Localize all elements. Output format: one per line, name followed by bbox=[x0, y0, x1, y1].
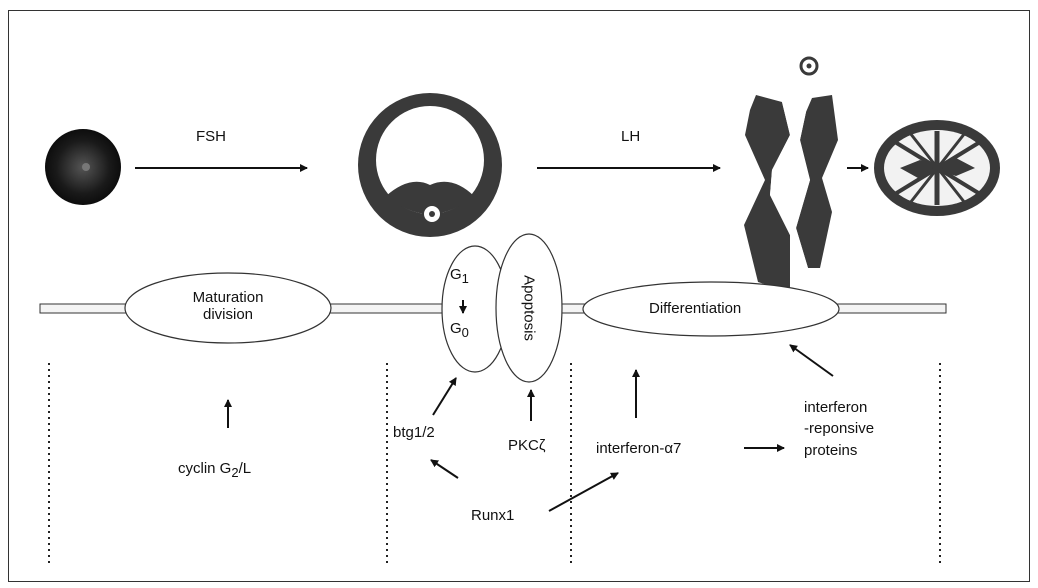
cyclin-suffix: /L bbox=[239, 460, 252, 477]
ifnresp-to-differentiation-arrow bbox=[790, 345, 833, 376]
cyclin-label: cyclin G2/L bbox=[178, 460, 251, 481]
runx1-to-btg-arrow bbox=[431, 460, 458, 478]
g0-subscript: 0 bbox=[462, 325, 469, 340]
pkc-label: PKCζ bbox=[508, 437, 545, 454]
corpus-luteum-icon bbox=[874, 120, 1000, 216]
fsh-label: FSH bbox=[196, 128, 226, 145]
ovulating-follicle-icon bbox=[744, 58, 838, 292]
g1-subscript: 1 bbox=[462, 271, 469, 286]
ifn-resp-line1: interferon bbox=[804, 399, 874, 416]
differentiation-label: Differentiation bbox=[649, 300, 741, 317]
btg-to-g1g0-arrow bbox=[433, 378, 456, 415]
cyclin-prefix: cyclin G bbox=[178, 460, 231, 477]
maturation-label-line1: Maturation bbox=[168, 289, 288, 306]
antral-follicle-icon bbox=[358, 93, 502, 237]
interferon-a7-label: interferon-α7 bbox=[596, 440, 681, 457]
g1-letter: G bbox=[450, 266, 462, 283]
ifn-resp-line2: -reponsive bbox=[804, 420, 874, 437]
maturation-label-line2: division bbox=[168, 306, 288, 323]
cyclin-subscript: 2 bbox=[231, 465, 238, 480]
ifn-resp-line3: proteins bbox=[804, 442, 874, 459]
maturation-division-label: Maturation division bbox=[168, 289, 288, 324]
btg-label: btg1/2 bbox=[393, 424, 435, 441]
runx1-label: Runx1 bbox=[471, 507, 514, 524]
primordial-follicle-icon bbox=[45, 129, 121, 205]
interferon-responsive-label: interferon -reponsive proteins bbox=[804, 399, 874, 459]
g0-label: G0 bbox=[450, 320, 469, 341]
runx1-to-interferon-arrow bbox=[549, 473, 618, 511]
g0-letter: G bbox=[450, 320, 462, 337]
g1-label: G1 bbox=[450, 266, 469, 287]
lh-label: LH bbox=[621, 128, 640, 145]
apoptosis-label: Apoptosis bbox=[520, 275, 537, 341]
